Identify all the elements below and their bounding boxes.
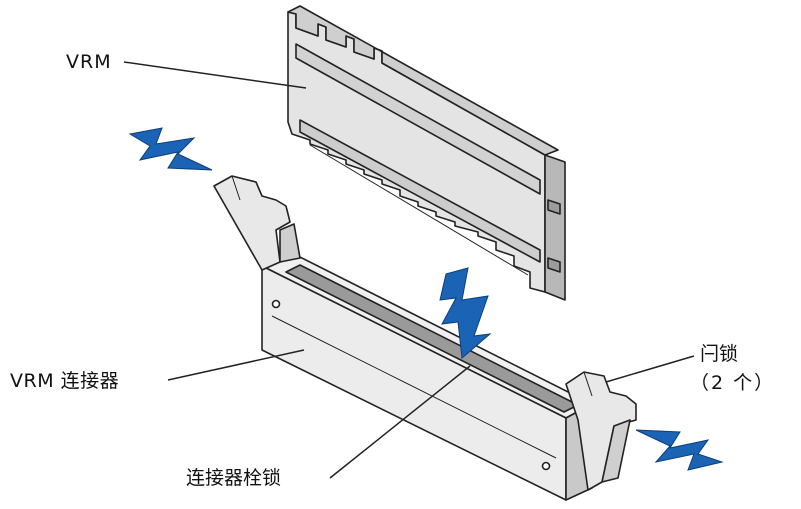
connector-key-label: 连接器栓锁	[186, 467, 282, 489]
vrm-module	[287, 5, 566, 301]
latch-open-arrow-icon	[635, 429, 724, 471]
vrm-label: VRM	[66, 51, 112, 73]
right-latch	[565, 371, 637, 491]
latch-label: 闩锁	[700, 343, 739, 365]
latch-open-arrow-icon	[128, 127, 213, 171]
leader-lines	[123, 61, 695, 479]
vrm-connector-label: VRM 连接器	[10, 370, 120, 392]
left-latch	[213, 175, 301, 271]
insertion-arrow-icon	[439, 267, 492, 359]
latch-count-label: （2 个）	[690, 372, 776, 394]
